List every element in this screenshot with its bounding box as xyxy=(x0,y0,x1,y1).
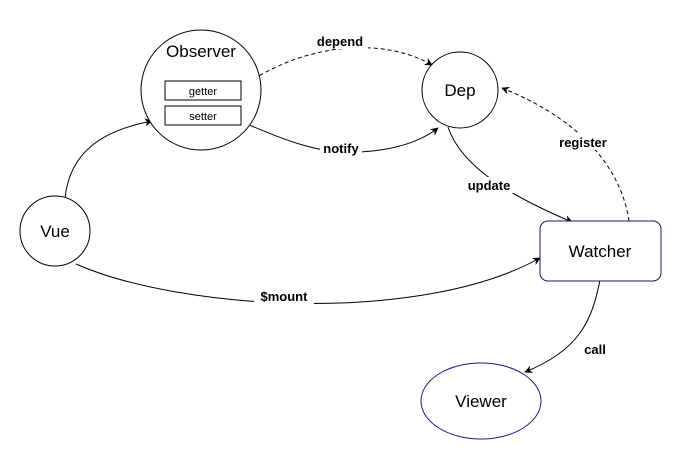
setter-label: setter xyxy=(189,111,217,123)
observer-label: Observer xyxy=(166,42,236,61)
edge-label-call: call xyxy=(584,342,606,357)
edge-label-depend-group: depend xyxy=(312,33,368,49)
dep-node: Dep xyxy=(421,51,499,129)
vue-circle xyxy=(19,195,91,267)
edge-depend xyxy=(241,47,433,88)
setter-box xyxy=(164,105,242,126)
edge-call xyxy=(524,279,601,374)
edge-label-register: register xyxy=(559,135,607,150)
edge-label-notify-group: notify xyxy=(320,140,362,156)
watcher-box xyxy=(539,220,662,282)
edge-register xyxy=(501,86,630,222)
edge-label-update-group: update xyxy=(462,177,516,193)
edge-label-call-group: call xyxy=(580,341,610,357)
observer-node: Observer getter setter xyxy=(140,29,262,151)
getter-label: getter xyxy=(189,86,217,98)
viewer-ellipse xyxy=(420,362,542,440)
dep-circle xyxy=(421,51,499,129)
edge-label-mount-group: $mount xyxy=(254,288,314,304)
edge-label-update: update xyxy=(468,178,511,193)
vue-label: Vue xyxy=(40,222,70,241)
viewer-node: Viewer xyxy=(420,362,542,440)
viewer-label: Viewer xyxy=(455,392,507,411)
dep-label: Dep xyxy=(444,81,475,100)
watcher-node: Watcher xyxy=(539,220,662,282)
getter-box xyxy=(164,80,242,101)
watcher-label: Watcher xyxy=(569,242,632,261)
edge-label-register-group: register xyxy=(553,134,613,150)
edge-vue-to-observer xyxy=(64,118,153,199)
edge-label-notify: notify xyxy=(323,141,359,156)
edge-label-depend: depend xyxy=(317,34,363,49)
edge-label-mount: $mount xyxy=(261,289,309,304)
vue-node: Vue xyxy=(19,195,91,267)
